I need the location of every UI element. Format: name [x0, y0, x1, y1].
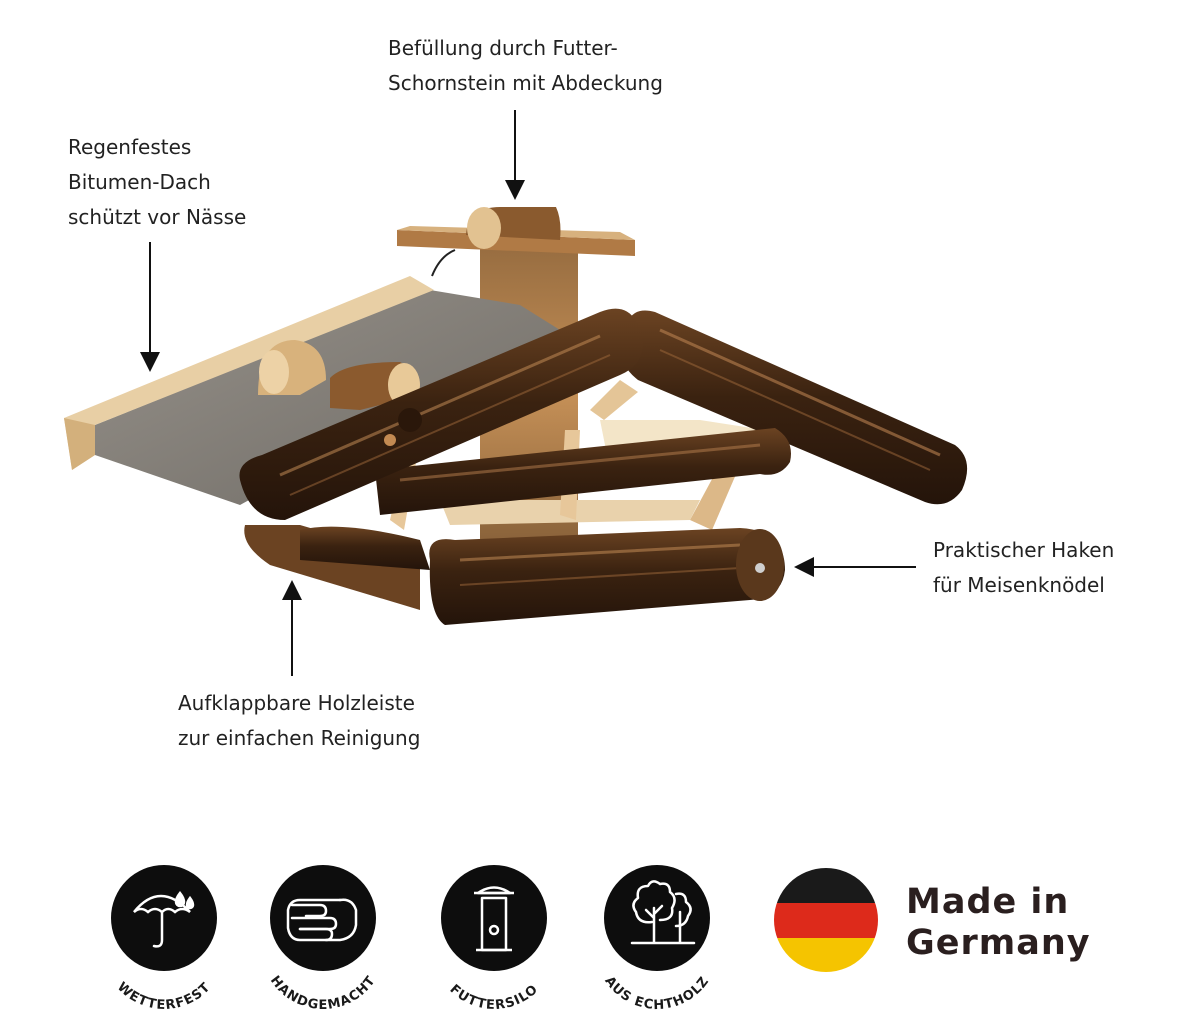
badge-label: WETTERFEST [114, 980, 213, 1013]
umbrella-rain-icon [133, 890, 195, 948]
front-roof-log [239, 308, 643, 520]
feeder-silo-icon [474, 886, 514, 952]
svg-text:AUS ECHTHOLZ: AUS ECHTHOLZ [601, 974, 712, 1013]
badge-handgemacht: HANDGEMACHT [267, 865, 379, 1013]
annotation-line: Praktischer Haken [933, 538, 1115, 562]
cross-log [375, 428, 791, 515]
annotation-line: schützt vor Nässe [68, 205, 247, 229]
right-roof-log [620, 310, 968, 505]
chimney-lid [397, 230, 635, 256]
svg-text:HANDGEMACHT: HANDGEMACHT [267, 973, 379, 1013]
svg-text:FUTTERSILO: FUTTERSILO [447, 982, 542, 1013]
trees-icon [630, 880, 696, 945]
annotation-strip: Aufklappbare Holzleiste zur einfachen Re… [178, 686, 420, 756]
annotation-line: für Meisenknödel [933, 573, 1105, 597]
badge-wetterfest: WETTERFEST [111, 865, 217, 1013]
annotation-line: Regenfestes [68, 135, 192, 159]
badge-label: FUTTERSILO [447, 982, 541, 1013]
germany-flag-icon [774, 868, 878, 972]
base-tray [244, 525, 785, 625]
annotation-roof: Regenfestes Bitumen-Dach schützt vor Näs… [68, 130, 246, 235]
annotation-line: Bitumen-Dach [68, 170, 211, 194]
badge-label: HANDGEMACHT [267, 973, 378, 1013]
badge-echtholz: AUS ECHTHOLZ [601, 865, 712, 1013]
svg-text:WETTERFEST: WETTERFEST [114, 980, 214, 1013]
annotation-line: Befüllung durch Futter- [388, 36, 618, 60]
annotation-line: zur einfachen Reinigung [178, 726, 421, 750]
bitumen-roof [95, 290, 560, 505]
annotation-line: Aufklappbare Holzleiste [178, 691, 415, 715]
made-in-line2: Germany [906, 923, 1091, 963]
badge-futtersilo: FUTTERSILO [441, 865, 547, 1013]
made-in-line1: Made in [906, 882, 1070, 922]
handshake-icon [286, 898, 358, 942]
badge-label: AUS ECHTHOLZ [601, 974, 711, 1013]
annotation-line: Schornstein mit Abdeckung [388, 71, 663, 95]
annotation-hook: Praktischer Haken für Meisenknödel [933, 533, 1114, 603]
made-in-germany: Made in Germany [906, 882, 1091, 964]
annotation-chimney: Befüllung durch Futter- Schornstein mit … [388, 31, 663, 101]
